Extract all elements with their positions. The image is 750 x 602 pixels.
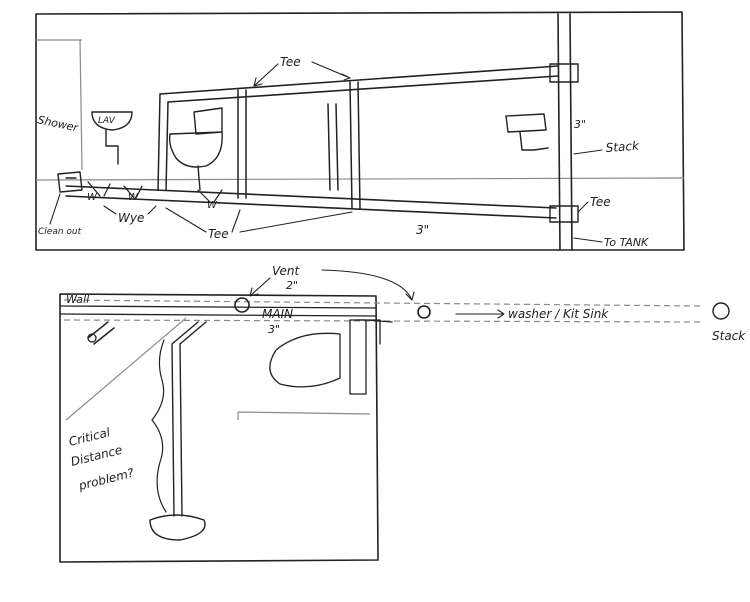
vent-label: Vent — [272, 264, 300, 278]
plan-vent-pipe — [355, 319, 393, 345]
wye-label: Wye — [118, 211, 144, 225]
plan-frame — [59, 293, 379, 563]
stack-bottom-tee — [549, 205, 579, 223]
main-size-label: 3" — [416, 223, 429, 237]
to-tank-arrow — [573, 237, 603, 243]
lav-label: LAV — [98, 116, 116, 126]
riser-2 — [237, 89, 247, 199]
clean-out-icon — [57, 171, 83, 193]
drain-circle-icon — [87, 333, 97, 343]
vent-arrow-left — [249, 277, 271, 297]
critical-label-3: problem? — [76, 466, 136, 494]
to-tank-label: To TANK — [604, 236, 649, 249]
wye-arrows — [103, 205, 157, 215]
laundry-sink-icon — [505, 113, 549, 151]
main-drain-pipe — [65, 185, 557, 219]
main-size-plan-label: 3" — [268, 323, 280, 336]
clean-out-arrow — [49, 193, 61, 225]
stack-circle-icon — [712, 302, 730, 320]
vent-circle-icon — [234, 297, 250, 313]
wye-fitting-1 — [87, 181, 111, 197]
floor-drain-icon — [149, 514, 206, 541]
tee-top-label: Tee — [280, 55, 301, 69]
plan-view: Wall Vent 2" MAIN 3" washer / Kit Sink S… — [59, 264, 746, 563]
tee-right-label: Tee — [590, 195, 611, 209]
stack-pipe — [557, 13, 573, 251]
riser-4 — [327, 103, 339, 191]
tee-top-arrow-right — [311, 61, 351, 81]
riser-1 — [157, 93, 169, 191]
tee-bottom-label: Tee — [208, 227, 229, 241]
shower-wall — [36, 39, 83, 171]
main-label: MAIN — [262, 307, 293, 321]
stack-arrow — [573, 149, 603, 155]
tee-right-arrow — [577, 201, 589, 213]
elevation-frame — [35, 11, 685, 251]
shower-label: Shower — [36, 113, 80, 135]
plan-dashed-run — [63, 299, 701, 323]
wye-fitting-2 — [123, 185, 143, 199]
washer-sink-label: washer / Kit Sink — [508, 307, 609, 321]
wye-fitting-label-1: W — [87, 192, 98, 203]
stack-size-label: 3" — [574, 118, 586, 131]
wall-label: Wall — [66, 293, 89, 306]
stack-plan-label: Stack — [712, 329, 746, 343]
wye-fitting-label-3: W — [207, 200, 218, 211]
wye-fitting-label-2: W — [128, 192, 139, 203]
vent-circle-right-icon — [417, 305, 431, 319]
branch-pipe — [171, 321, 207, 517]
vent-size-label: 2" — [286, 279, 298, 292]
tee-top-arrow-left — [253, 63, 279, 87]
washer-sink-arrow — [455, 309, 505, 319]
vent-arrow-right — [321, 269, 415, 301]
stack-top-tee — [549, 63, 579, 83]
tee-bottom-arrows — [165, 207, 353, 233]
critical-distance-brace — [151, 339, 167, 513]
diagonal-pipe — [65, 317, 187, 421]
toilet-icon — [168, 107, 223, 191]
elevation-view: Shower LAV W W W Tee Wye — [35, 11, 685, 251]
riser-3 — [349, 81, 361, 209]
stack-label: Stack — [605, 139, 640, 155]
lav-sink-icon — [91, 111, 133, 165]
wye-fitting-3 — [197, 189, 223, 203]
counter-line — [237, 411, 371, 420]
vent-run-pipe — [159, 65, 559, 103]
clean-out-label: Clean out — [38, 227, 82, 237]
drain-stub — [87, 321, 115, 345]
plan-wall — [59, 305, 377, 317]
plan-toilet-icon — [269, 319, 367, 395]
